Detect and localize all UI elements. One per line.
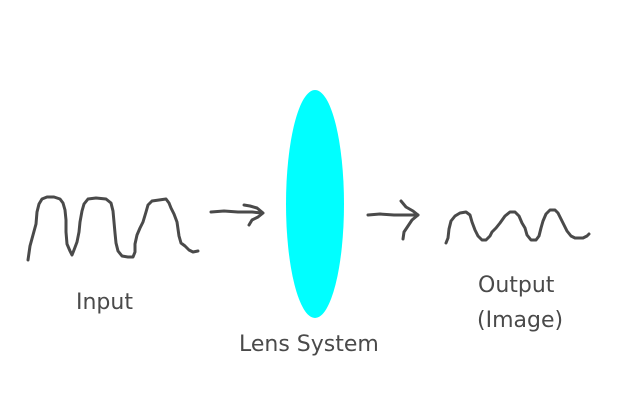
output-label: Output (478, 273, 555, 298)
output-waveform (444, 208, 591, 245)
lens-system-label: Lens System (239, 332, 379, 357)
right-arrow-icon (209, 203, 265, 227)
lens-ellipse (286, 90, 344, 318)
input-waveform (26, 195, 200, 262)
input-label: Input (76, 290, 133, 315)
output-image-label: (Image) (477, 308, 563, 333)
right-arrow-icon (366, 199, 420, 241)
